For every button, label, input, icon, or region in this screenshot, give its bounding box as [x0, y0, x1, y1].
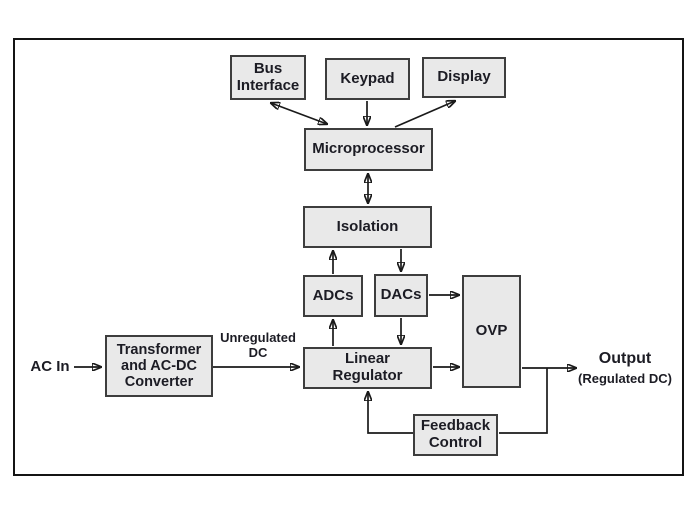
label-unregulated-dc: Unregulated DC [220, 330, 296, 361]
node-bus-interface: Bus Interface [230, 55, 306, 100]
node-keypad: Keypad [325, 58, 410, 100]
diagram-frame [13, 38, 684, 476]
node-adcs: ADCs [303, 275, 363, 317]
node-transformer-ac-dc-converter: Transformer and AC-DC Converter [105, 335, 213, 397]
node-ovp: OVP [462, 275, 521, 388]
node-feedback-control: Feedback Control [413, 414, 498, 456]
label-ac-in: AC In [30, 358, 70, 375]
node-linear-regulator: Linear Regulator [303, 347, 432, 389]
node-isolation: Isolation [303, 206, 432, 248]
label-regulated-dc: (Regulated DC) [578, 371, 672, 386]
node-microprocessor: Microprocessor [304, 128, 433, 171]
node-dacs: DACs [374, 274, 428, 317]
label-output: Output [598, 350, 652, 367]
node-display: Display [422, 57, 506, 98]
